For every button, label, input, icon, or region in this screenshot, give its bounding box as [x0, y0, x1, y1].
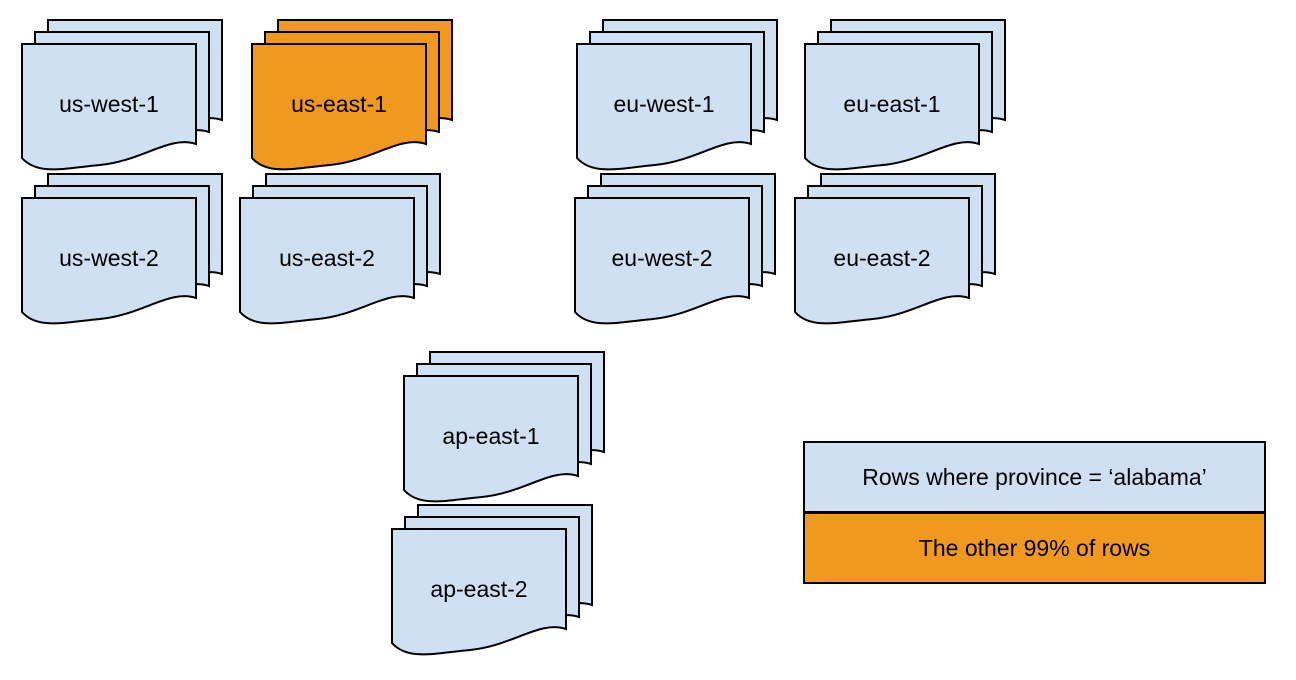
document-stack-icon: [576, 19, 778, 171]
legend-row-alabama-rows: Rows where province = ‘alabama’: [805, 443, 1264, 511]
document-stack-icon: [794, 173, 996, 325]
region-stack-us-east-1: us-east-1: [250, 18, 454, 178]
legend-row-other-rows: The other 99% of rows: [805, 511, 1264, 582]
document-stack-icon: [21, 173, 223, 325]
region-stack-ap-east-2: ap-east-2: [390, 503, 594, 663]
document-stack-icon: [574, 173, 776, 325]
document-stack-icon: [251, 19, 453, 171]
region-stack-us-west-1: us-west-1: [20, 18, 224, 178]
document-stack-icon: [403, 351, 605, 503]
region-stack-ap-east-1: ap-east-1: [402, 350, 606, 510]
document-stack-icon: [21, 19, 223, 171]
legend-label-other-rows: The other 99% of rows: [918, 534, 1151, 561]
region-stack-eu-west-2: eu-west-2: [573, 172, 777, 332]
document-stack-icon: [804, 19, 1006, 171]
document-stack-icon: [391, 504, 593, 656]
region-stack-eu-west-1: eu-west-1: [575, 18, 779, 178]
legend-box: Rows where province = ‘alabama’ The othe…: [803, 441, 1266, 584]
region-stack-eu-east-1: eu-east-1: [803, 18, 1007, 178]
legend-label-alabama-rows: Rows where province = ‘alabama’: [862, 463, 1207, 490]
region-stack-us-west-2: us-west-2: [20, 172, 224, 332]
region-stack-eu-east-2: eu-east-2: [793, 172, 997, 332]
document-stack-icon: [239, 173, 441, 325]
region-stack-us-east-2: us-east-2: [238, 172, 442, 332]
